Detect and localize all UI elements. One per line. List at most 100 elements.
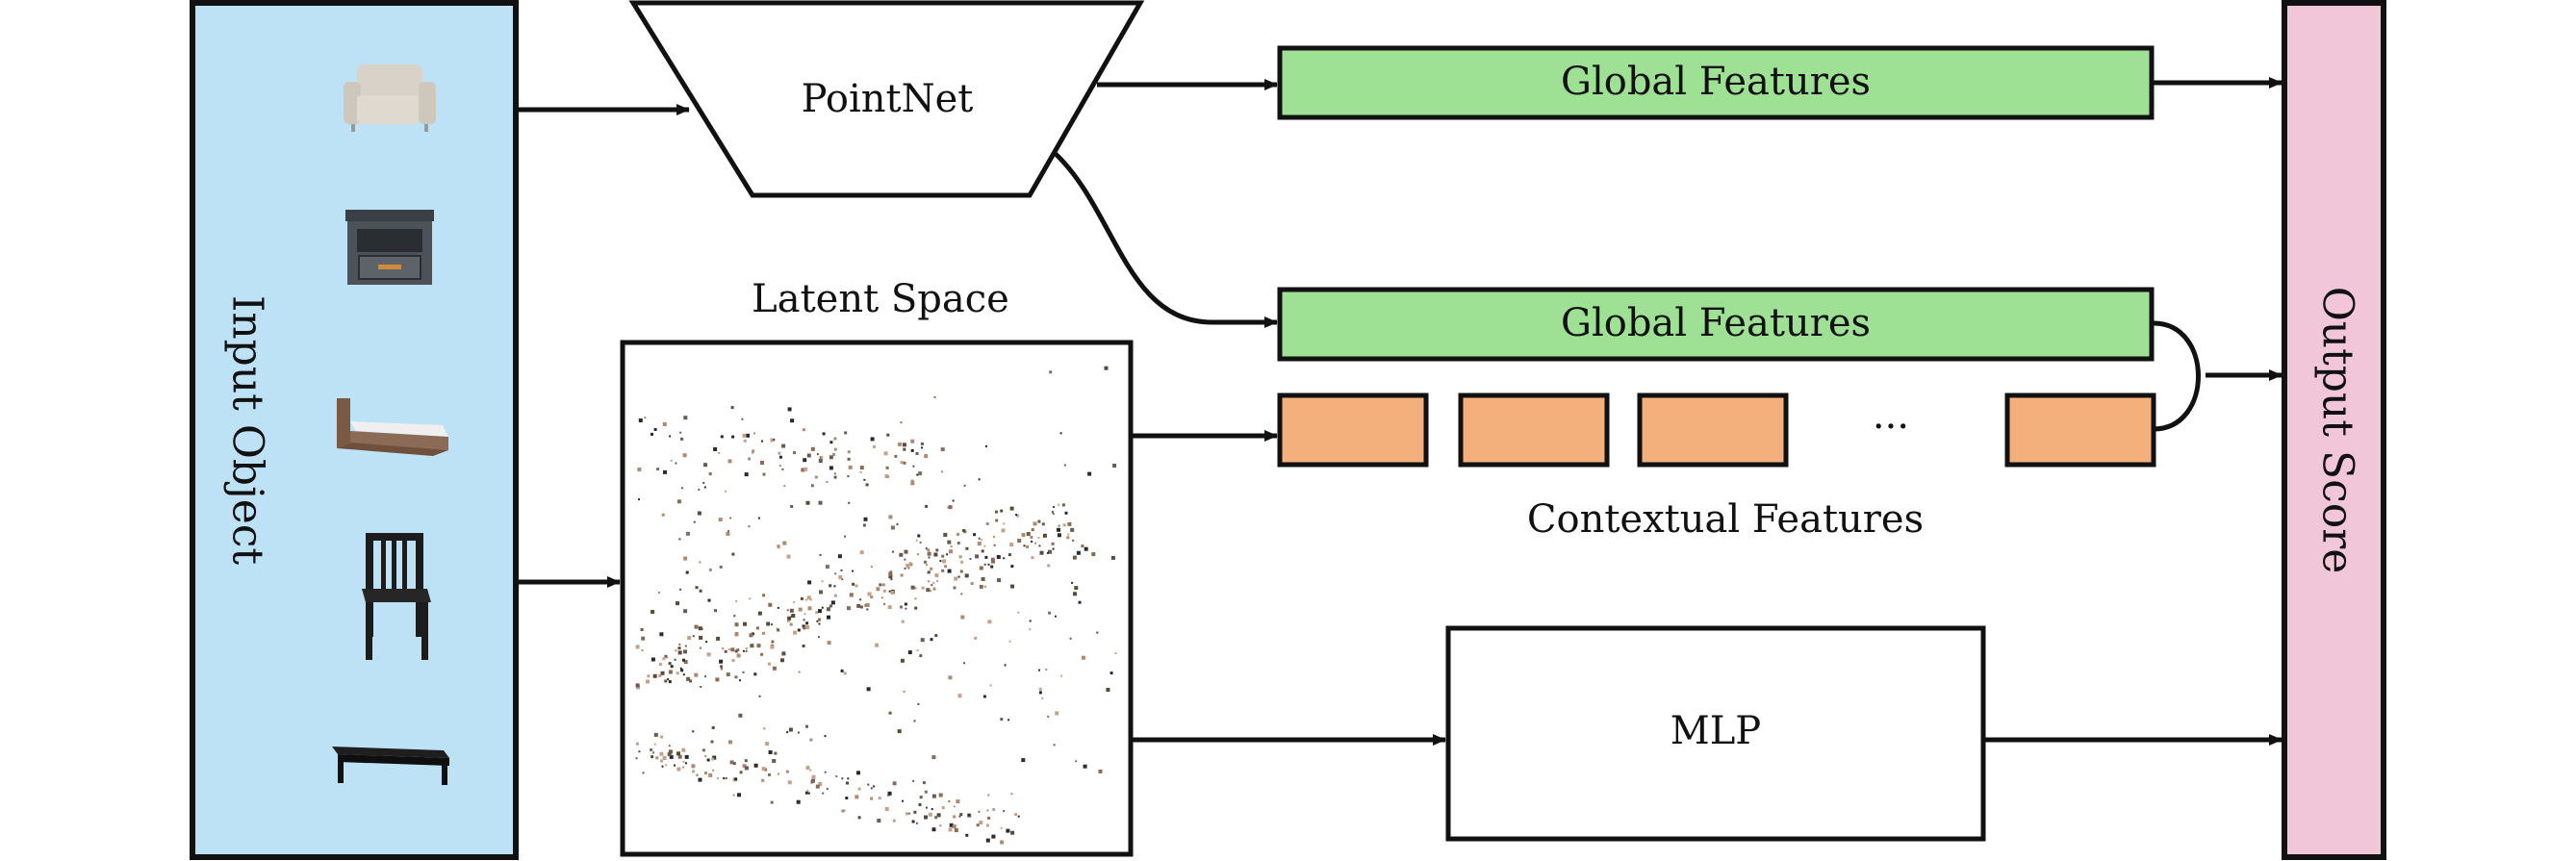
- latent-point: [684, 754, 689, 759]
- latent-point: [635, 742, 639, 746]
- latent-point: [708, 472, 712, 476]
- latent-point: [734, 777, 738, 781]
- latent-point: [964, 573, 969, 578]
- latent-point: [741, 418, 744, 420]
- latent-point: [960, 615, 965, 620]
- global-features-top: Global Features: [1277, 45, 2155, 120]
- latent-point: [953, 815, 956, 819]
- latent-point: [781, 443, 786, 448]
- latent-point: [984, 555, 988, 559]
- latent-point: [904, 549, 908, 554]
- latent-point: [786, 554, 791, 559]
- latent-point: [723, 777, 726, 779]
- latent-point: [905, 563, 910, 568]
- latent-point: [938, 793, 943, 798]
- latent-point: [900, 461, 904, 465]
- latent-point: [638, 418, 643, 422]
- latent-point: [802, 428, 805, 432]
- latent-point: [683, 416, 688, 420]
- latent-point: [818, 636, 820, 639]
- latent-point: [849, 593, 854, 597]
- latent-point: [661, 513, 665, 517]
- latent-point: [1057, 527, 1060, 532]
- latent-point: [1067, 533, 1070, 536]
- latent-point: [1060, 674, 1063, 677]
- latent-point: [718, 518, 723, 522]
- chair-icon: [362, 533, 431, 660]
- latent-point: [820, 455, 824, 459]
- latent-point: [1057, 533, 1061, 538]
- latent-point: [875, 643, 880, 647]
- latent-point: [1058, 503, 1060, 506]
- latent-point: [818, 500, 823, 505]
- latent-point: [892, 550, 894, 553]
- latent-point: [1031, 528, 1034, 532]
- latent-point: [757, 517, 760, 519]
- latent-point: [681, 747, 686, 752]
- latent-point: [821, 580, 824, 583]
- latent-point: [742, 649, 745, 652]
- latent-point: [903, 447, 906, 451]
- latent-point: [845, 797, 849, 799]
- latent-point: [655, 756, 659, 760]
- latent-point: [662, 422, 667, 426]
- latent-point: [910, 479, 914, 483]
- latent-point: [727, 648, 730, 650]
- latent-point: [658, 663, 662, 666]
- latent-point: [829, 604, 832, 608]
- global-features-mid: Global Features: [1277, 287, 2155, 362]
- latent-point: [880, 596, 883, 599]
- latent-point: [985, 823, 989, 827]
- latent-point: [953, 805, 956, 808]
- latent-point: [900, 658, 905, 663]
- latent-point: [666, 656, 669, 659]
- latent-point: [761, 778, 765, 782]
- latent-point: [1037, 537, 1040, 539]
- latent-point: [1004, 664, 1007, 667]
- latent-point: [916, 473, 919, 476]
- latent-point: [941, 806, 945, 810]
- contextual-feature-box-2: [1458, 393, 1610, 468]
- latent-point: [818, 782, 823, 786]
- latent-point: [878, 797, 881, 800]
- latent-point: [725, 777, 727, 779]
- latent-point: [852, 582, 855, 586]
- latent-point: [1029, 620, 1032, 622]
- latent-point: [635, 683, 640, 688]
- latent-point: [682, 453, 687, 458]
- latent-point: [676, 601, 679, 606]
- latent-point: [742, 671, 745, 673]
- latent-point: [732, 794, 735, 797]
- latent-point: [640, 628, 644, 631]
- latent-point: [728, 740, 732, 745]
- latent-point: [829, 441, 833, 444]
- latent-point: [710, 740, 714, 744]
- latent-point: [866, 608, 869, 611]
- latent-point: [797, 731, 800, 734]
- latent-point: [810, 484, 814, 488]
- latent-point: [786, 619, 790, 622]
- latent-point: [1026, 545, 1029, 548]
- latent-point: [847, 457, 851, 461]
- latent-point: [708, 568, 712, 571]
- latent-point: [876, 587, 880, 592]
- latent-point: [887, 475, 889, 478]
- latent-point: [1000, 826, 1003, 829]
- latent-point: [635, 757, 638, 760]
- latent-point: [768, 750, 773, 754]
- latent-point: [996, 555, 1001, 559]
- latent-point: [798, 607, 803, 612]
- latent-point: [777, 606, 779, 609]
- latent-point: [719, 565, 723, 569]
- latent-point: [744, 759, 748, 763]
- latent-point: [933, 552, 938, 557]
- latent-point: [785, 770, 789, 773]
- latent-point: [927, 551, 931, 556]
- latent-point: [821, 606, 824, 609]
- latent-point: [691, 764, 696, 769]
- latent-point: [638, 750, 641, 753]
- latent-point: [641, 636, 646, 641]
- latent-point: [669, 754, 674, 759]
- latent-point: [934, 816, 938, 820]
